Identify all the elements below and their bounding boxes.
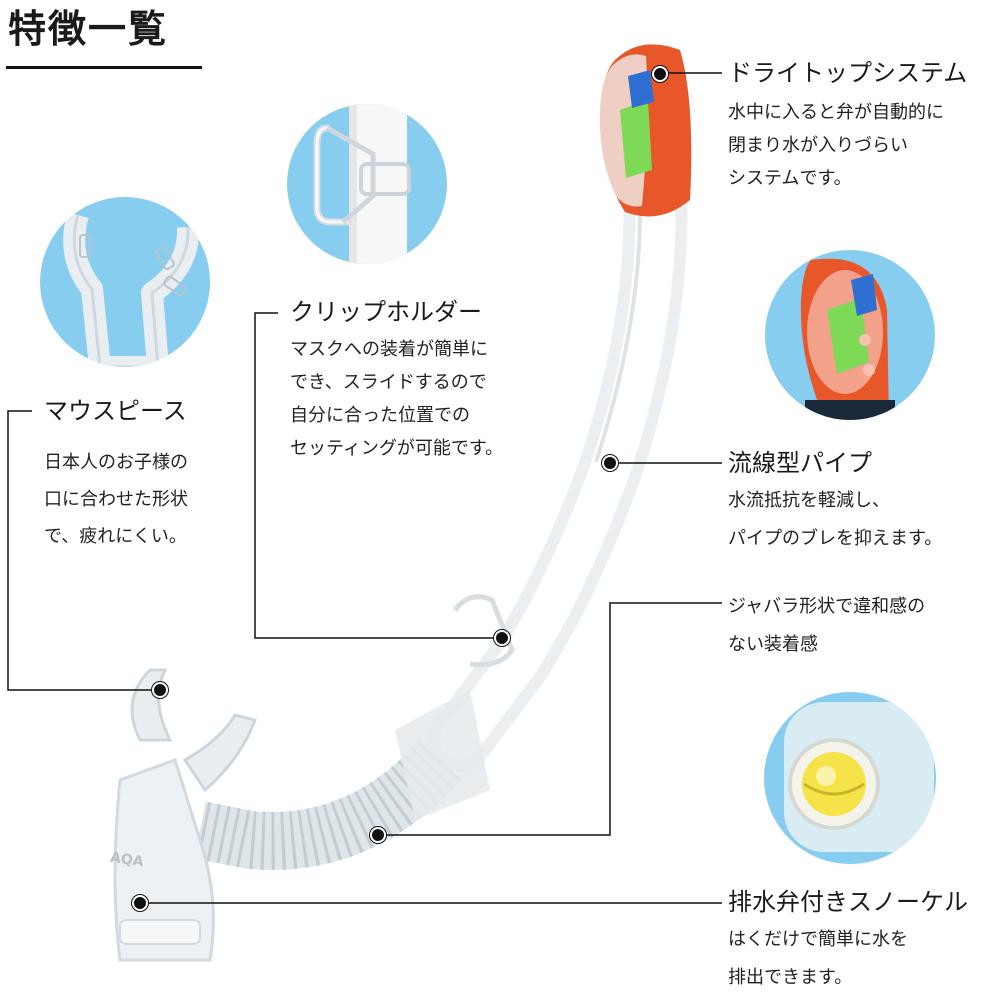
feature-description: ジャバラ形状で違和感の ない装着感 [728,596,926,655]
feature-bellows: ジャバラ形状で違和感の ない装着感 [728,588,925,664]
feature-clip-holder: クリップホルダー マスクへの装着が簡単に でき、スライドするので 自分に合った位… [290,297,503,465]
clip-holder-marker [494,630,510,646]
mouthpiece-detail-image [40,197,210,367]
dry-top-marker [652,66,668,82]
feature-drain-valve: 排水弁付きスノーケル はくだけで簡単に水を 排出できます。 [728,887,968,997]
feature-title: ドライトップシステム [728,59,968,87]
feature-description: はくだけで簡単に水を 排出できます。 [728,929,908,988]
mouthpiece-marker [152,682,168,698]
feature-dry-top: ドライトップシステム 水中に入ると弁が自動的に 閉まり水が入りづらい システムで… [728,58,967,195]
drain-valve-detail-image [764,692,936,864]
title-underline [6,66,202,69]
feature-description: 日本人のお子様の 口に合わせた形状 で、疲れにくい。 [44,452,188,547]
feature-description: 水中に入ると弁が自動的に 閉まり水が入りづらい システムです。 [728,102,944,189]
feature-description: マスクへの装着が簡単に でき、スライドするので 自分に合った位置での セッティン… [290,339,504,459]
feature-title: 排水弁付きスノーケル [728,888,968,916]
feature-title: クリップホルダー [290,298,482,326]
page-title: 特徴一覧 [8,7,169,51]
pipe-marker [602,455,618,471]
feature-description: 水流抵抗を軽減し、 パイプのブレを抑えます。 [728,490,943,549]
feature-mouthpiece: マウスピース 日本人のお子様の 口に合わせた形状 で、疲れにくい。 [44,396,188,555]
feature-title: マウスピース [44,397,187,425]
bellows-marker [370,827,386,843]
clip-holder-detail-image [287,104,447,264]
feature-title: 流線型パイプ [728,449,872,477]
dry-top-detail-image [765,250,935,420]
drain-valve-marker [132,895,148,911]
feature-pipe: 流線型パイプ 水流抵抗を軽減し、 パイプのブレを抑えます。 [728,448,942,558]
